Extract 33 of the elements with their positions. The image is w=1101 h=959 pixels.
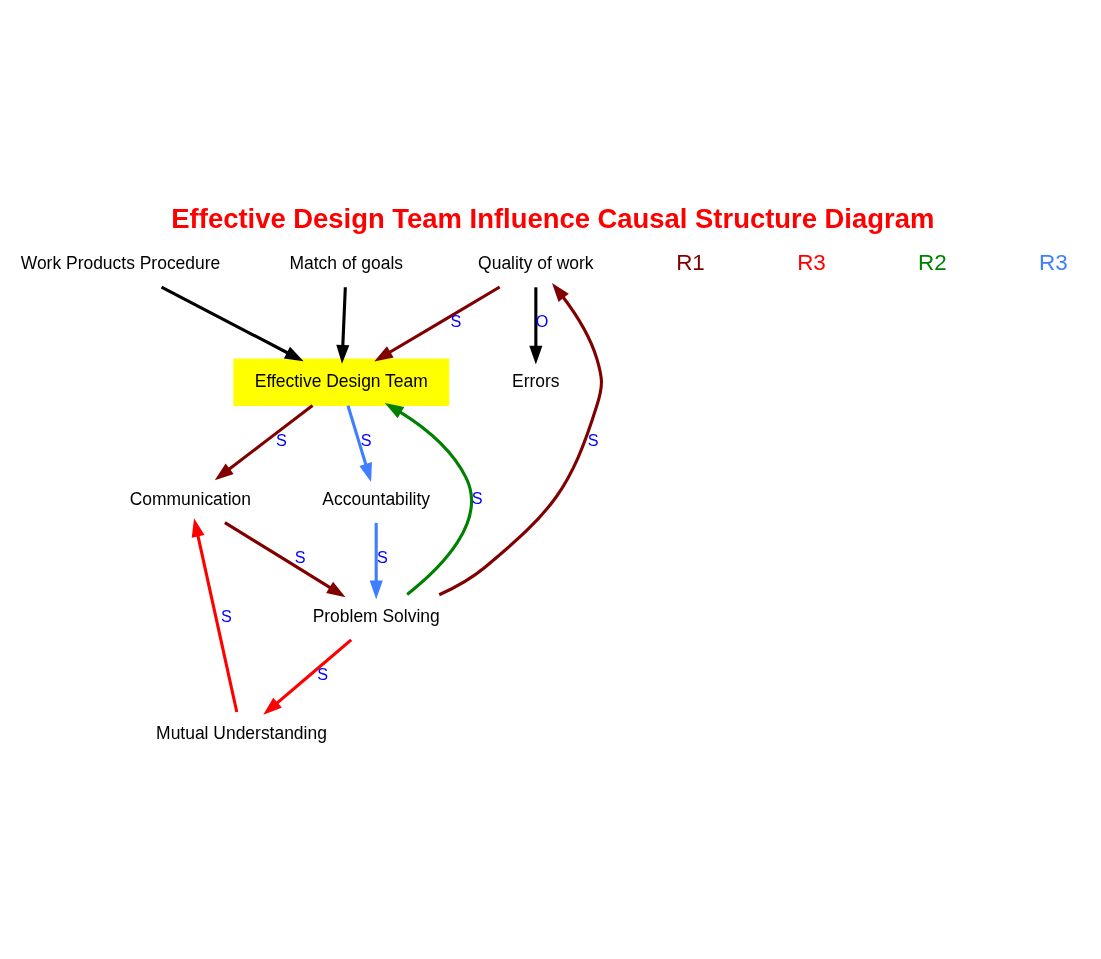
diagram-title: Effective Design Team Influence Causal Structure Diagram bbox=[171, 202, 935, 234]
arrow bbox=[191, 518, 239, 713]
edge-label: S bbox=[294, 547, 306, 566]
node-box: Effective Design Team bbox=[233, 358, 450, 406]
node-text: Mutual Understanding bbox=[156, 723, 327, 744]
label: R2 bbox=[918, 249, 947, 275]
arrow bbox=[160, 285, 304, 362]
edge-label: S bbox=[317, 665, 328, 684]
edge-label: S bbox=[276, 430, 287, 449]
arrow bbox=[214, 404, 314, 481]
arrow bbox=[374, 285, 501, 362]
arrow bbox=[346, 405, 372, 482]
node-text: Work Products Procedure bbox=[20, 252, 221, 273]
node-text: Quality of work bbox=[478, 252, 594, 273]
arrow bbox=[263, 638, 353, 715]
node-text: Errors bbox=[512, 370, 560, 391]
edge-label: S bbox=[450, 312, 462, 331]
node-text: Problem Solving bbox=[312, 605, 440, 626]
label: R3 bbox=[1039, 249, 1068, 275]
label: R1 bbox=[676, 249, 705, 275]
arrow bbox=[438, 283, 603, 597]
arrow bbox=[369, 522, 383, 600]
edge-label: S bbox=[377, 547, 388, 566]
node-text: Accountability bbox=[322, 488, 431, 509]
node-text: Match of goals bbox=[289, 252, 404, 273]
arrow bbox=[336, 287, 350, 364]
arrow bbox=[384, 403, 473, 596]
edge-label: S bbox=[221, 606, 232, 625]
edge-label: S bbox=[360, 430, 372, 449]
node-text: Communication bbox=[129, 488, 251, 509]
edge-label: S bbox=[587, 430, 599, 449]
label: R3 bbox=[797, 249, 826, 275]
arrow bbox=[224, 521, 346, 598]
